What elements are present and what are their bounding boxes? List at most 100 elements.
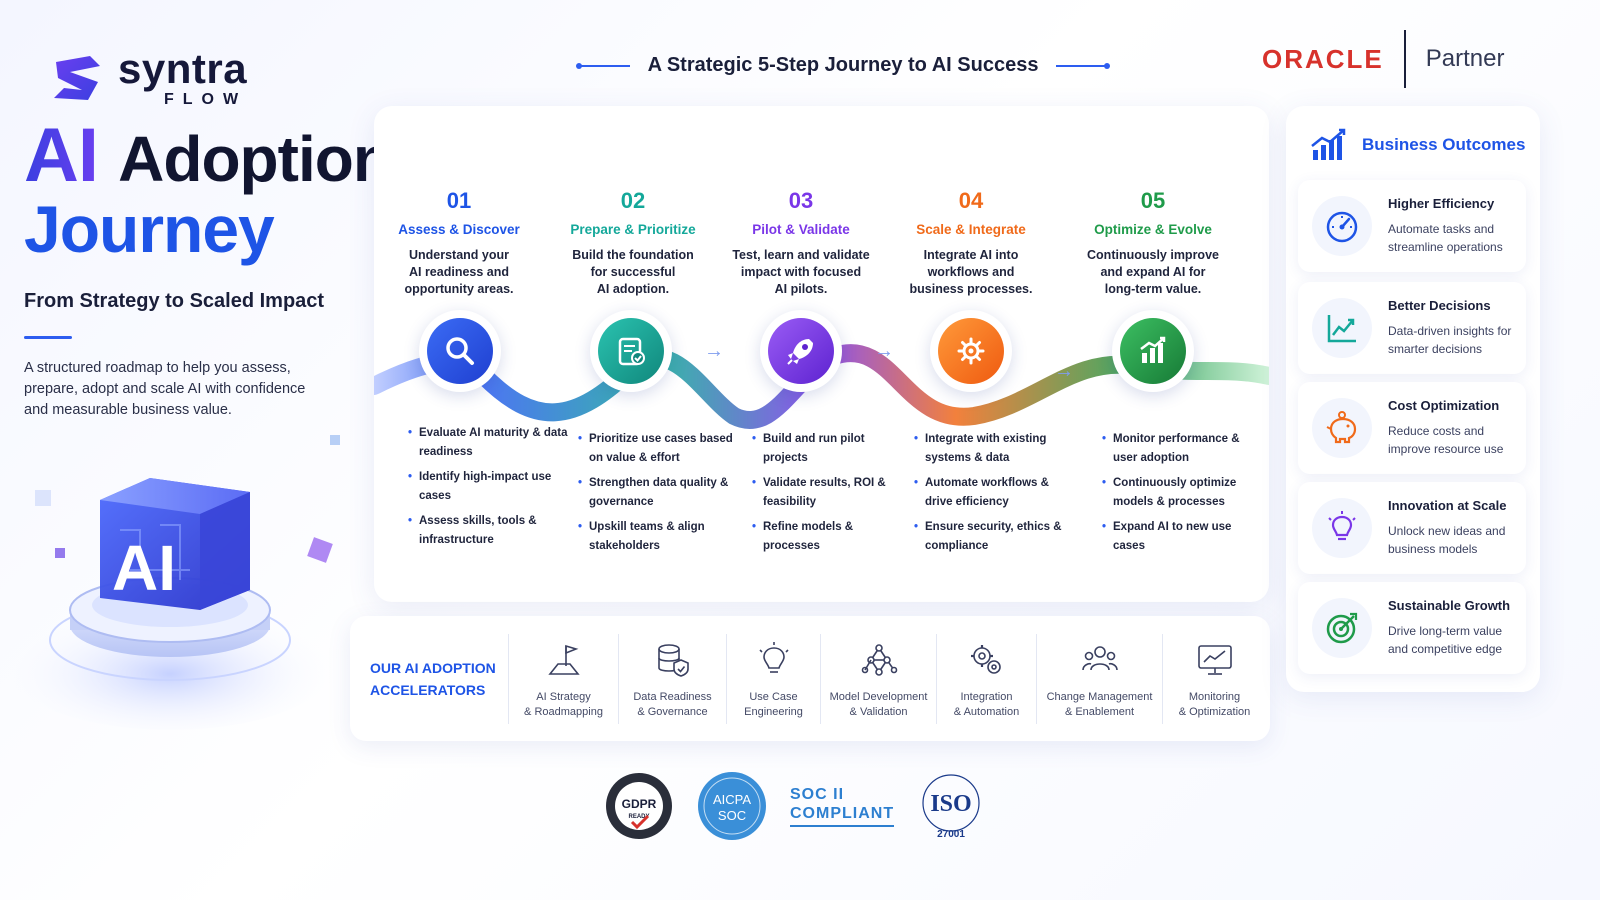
step-3[interactable]: 03 Pilot & Validate Test, learn and vali… [716, 188, 886, 298]
iso-number: 27001 [937, 829, 965, 840]
aicpa-soc-badge[interactable]: AICPA SOC [696, 770, 768, 842]
partner-divider [1403, 30, 1406, 88]
step-desc-line: Continuously improve [1087, 248, 1219, 262]
outcome-higher-efficiency[interactable]: Higher Efficiency Automate tasks and str… [1298, 180, 1526, 272]
step-description: Continuously improve and expand AI for l… [1068, 247, 1238, 298]
brand-name: syntra [118, 45, 248, 92]
iso-27001-badge[interactable]: ISO 27001 [916, 771, 986, 841]
step-desc-line: opportunity areas. [404, 282, 514, 296]
accelerators-label-line: ACCELERATORS [370, 681, 486, 698]
outcomes-header: Business Outcomes [1310, 128, 1525, 162]
gdpr-badge[interactable]: GDPR READY [604, 771, 674, 841]
list-item: Expand AI to new use cases [1102, 518, 1262, 556]
step-desc-line: Build the foundation [572, 248, 694, 262]
target-icon [1326, 612, 1358, 644]
outcome-better-decisions[interactable]: Better Decisions Data-driven insights fo… [1298, 282, 1526, 374]
line-chart-icon [1327, 315, 1356, 343]
step-1-bullets: Evaluate AI maturity & data readiness Id… [408, 424, 568, 556]
step-3-icon-button[interactable] [760, 310, 842, 392]
business-outcomes-card: Business Outcomes Higher Efficiency Auto… [1286, 106, 1540, 692]
step-2-icon-button[interactable] [590, 310, 672, 392]
monitor-chart-icon [1197, 644, 1232, 675]
list-item: Integrate with existing systems & data [914, 430, 1074, 468]
step-number: 03 [788, 188, 814, 213]
step-desc-line: AI pilots. [774, 282, 828, 296]
accelerator-integration[interactable]: Integration& Automation [936, 633, 1036, 724]
step-desc-line: Integrate AI into [923, 248, 1019, 262]
outcome-description: Reduce costs and improve resource use [1388, 424, 1504, 456]
list-item: Assess skills, tools & infrastructure [408, 512, 568, 550]
list-item: Validate results, ROI & feasibility [752, 474, 912, 512]
piggy-bank-icon [1326, 411, 1357, 444]
gears-icon [970, 644, 1001, 674]
list-item: Identify high-impact use cases [408, 468, 568, 506]
hero-title-ai: AI [24, 113, 99, 198]
accelerator-label: Integration& Automation [953, 690, 1020, 718]
outcome-cost-optimization[interactable]: Cost Optimization Reduce costs and impro… [1298, 382, 1526, 474]
step-desc-line: business processes. [909, 282, 1033, 296]
steps-card: 01 Assess & Discover Understand your AI … [374, 106, 1269, 602]
accelerators-card: OUR AI ADOPTION ACCELERATORS AI Strategy… [350, 616, 1270, 741]
network-nodes-icon [861, 643, 897, 676]
list-item: Evaluate AI maturity & data readiness [408, 424, 568, 462]
step-1[interactable]: 01 Assess & Discover Understand your AI … [374, 188, 544, 298]
step-1-icon-button[interactable] [419, 310, 501, 392]
accelerator-label: Monitoring& Optimization [1178, 690, 1251, 718]
outcome-name: Sustainable Growth [1388, 598, 1511, 613]
growth-chart-icon [1311, 128, 1346, 160]
step-description: Understand your AI readiness and opportu… [374, 247, 544, 298]
step-title: Optimize & Evolve [1094, 222, 1212, 237]
list-item: Prioritize use cases based on value & ef… [578, 430, 738, 468]
outcome-sustainable-growth[interactable]: Sustainable Growth Drive long-term value… [1298, 582, 1526, 674]
accelerator-label: Model Development& Validation [829, 690, 928, 718]
step-5[interactable]: 05 Optimize & Evolve Continuously improv… [1068, 188, 1238, 298]
accelerator-label: AI Strategy& Roadmapping [524, 690, 603, 718]
step-title: Prepare & Prioritize [570, 222, 696, 237]
hero-title: AI Adoption Journey [24, 118, 392, 266]
gdpr-label: GDPR [622, 797, 657, 811]
outcome-icon-wrap [1312, 398, 1372, 458]
outcome-name: Cost Optimization [1388, 398, 1500, 413]
step-4[interactable]: 04 Scale & Integrate Integrate AI into w… [886, 188, 1056, 298]
accelerator-ai-strategy[interactable]: AI Strategy& Roadmapping [508, 633, 618, 724]
step-arrow: → [704, 340, 724, 362]
rocket-icon [787, 339, 813, 365]
journey-header-line-right [1056, 62, 1110, 69]
accelerator-label: Change Management& Enablement [1046, 690, 1153, 718]
outcome-innovation-at-scale[interactable]: Innovation at Scale Unlock new ideas and… [1298, 482, 1526, 574]
step-desc-line: Test, learn and validate [732, 248, 870, 262]
step-2[interactable]: 02 Prepare & Prioritize Build the founda… [548, 188, 718, 298]
accelerator-monitoring[interactable]: Monitoring& Optimization [1162, 633, 1266, 724]
hero-title-journey: Journey [24, 192, 275, 266]
team-icon [1081, 645, 1118, 670]
step-5-bullets: Monitor performance & user adoption Cont… [1102, 430, 1262, 562]
partner-label: Partner [1425, 45, 1505, 72]
step-description: Build the foundation for successful AI a… [548, 247, 718, 298]
soc2-line: SOC II [790, 786, 845, 803]
accelerator-label: Data Readiness& Governance [633, 690, 712, 718]
step-desc-line: Understand your [408, 248, 509, 262]
step-5-icon-button[interactable] [1112, 310, 1194, 392]
step-desc-line: impact with focused [740, 265, 862, 279]
lightbulb-icon [1328, 511, 1356, 541]
accelerator-change-management[interactable]: Change Management& Enablement [1036, 633, 1162, 724]
list-item: Refine models & processes [752, 518, 912, 556]
outcome-description: Data-driven insights for smarter decisio… [1388, 324, 1512, 356]
soc2-compliant-badge[interactable]: SOC II COMPLIANT [790, 785, 895, 827]
step-description: Test, learn and validate impact with foc… [716, 247, 886, 298]
outcome-icon-wrap [1312, 598, 1372, 658]
syntra-logo-icon [54, 56, 100, 100]
brand-logo[interactable]: syntra FLOW [48, 48, 247, 108]
list-item: Strengthen data quality & governance [578, 474, 738, 512]
oracle-partner-badge[interactable]: ORACLE Partner [1262, 30, 1504, 88]
list-item: Automate workflows & drive efficiency [914, 474, 1074, 512]
step-desc-line: AI adoption. [596, 282, 670, 296]
journey-header: A Strategic 5-Step Journey to AI Success [576, 54, 1110, 77]
aicpa-label: AICPA [713, 792, 751, 807]
step-desc-line: for successful [590, 265, 676, 279]
accelerator-model-development[interactable]: Model Development& Validation [820, 633, 936, 724]
accelerator-data-readiness[interactable]: Data Readiness& Governance [618, 633, 726, 724]
step-4-icon-button[interactable] [930, 310, 1012, 392]
outcome-icon-wrap [1312, 298, 1372, 358]
